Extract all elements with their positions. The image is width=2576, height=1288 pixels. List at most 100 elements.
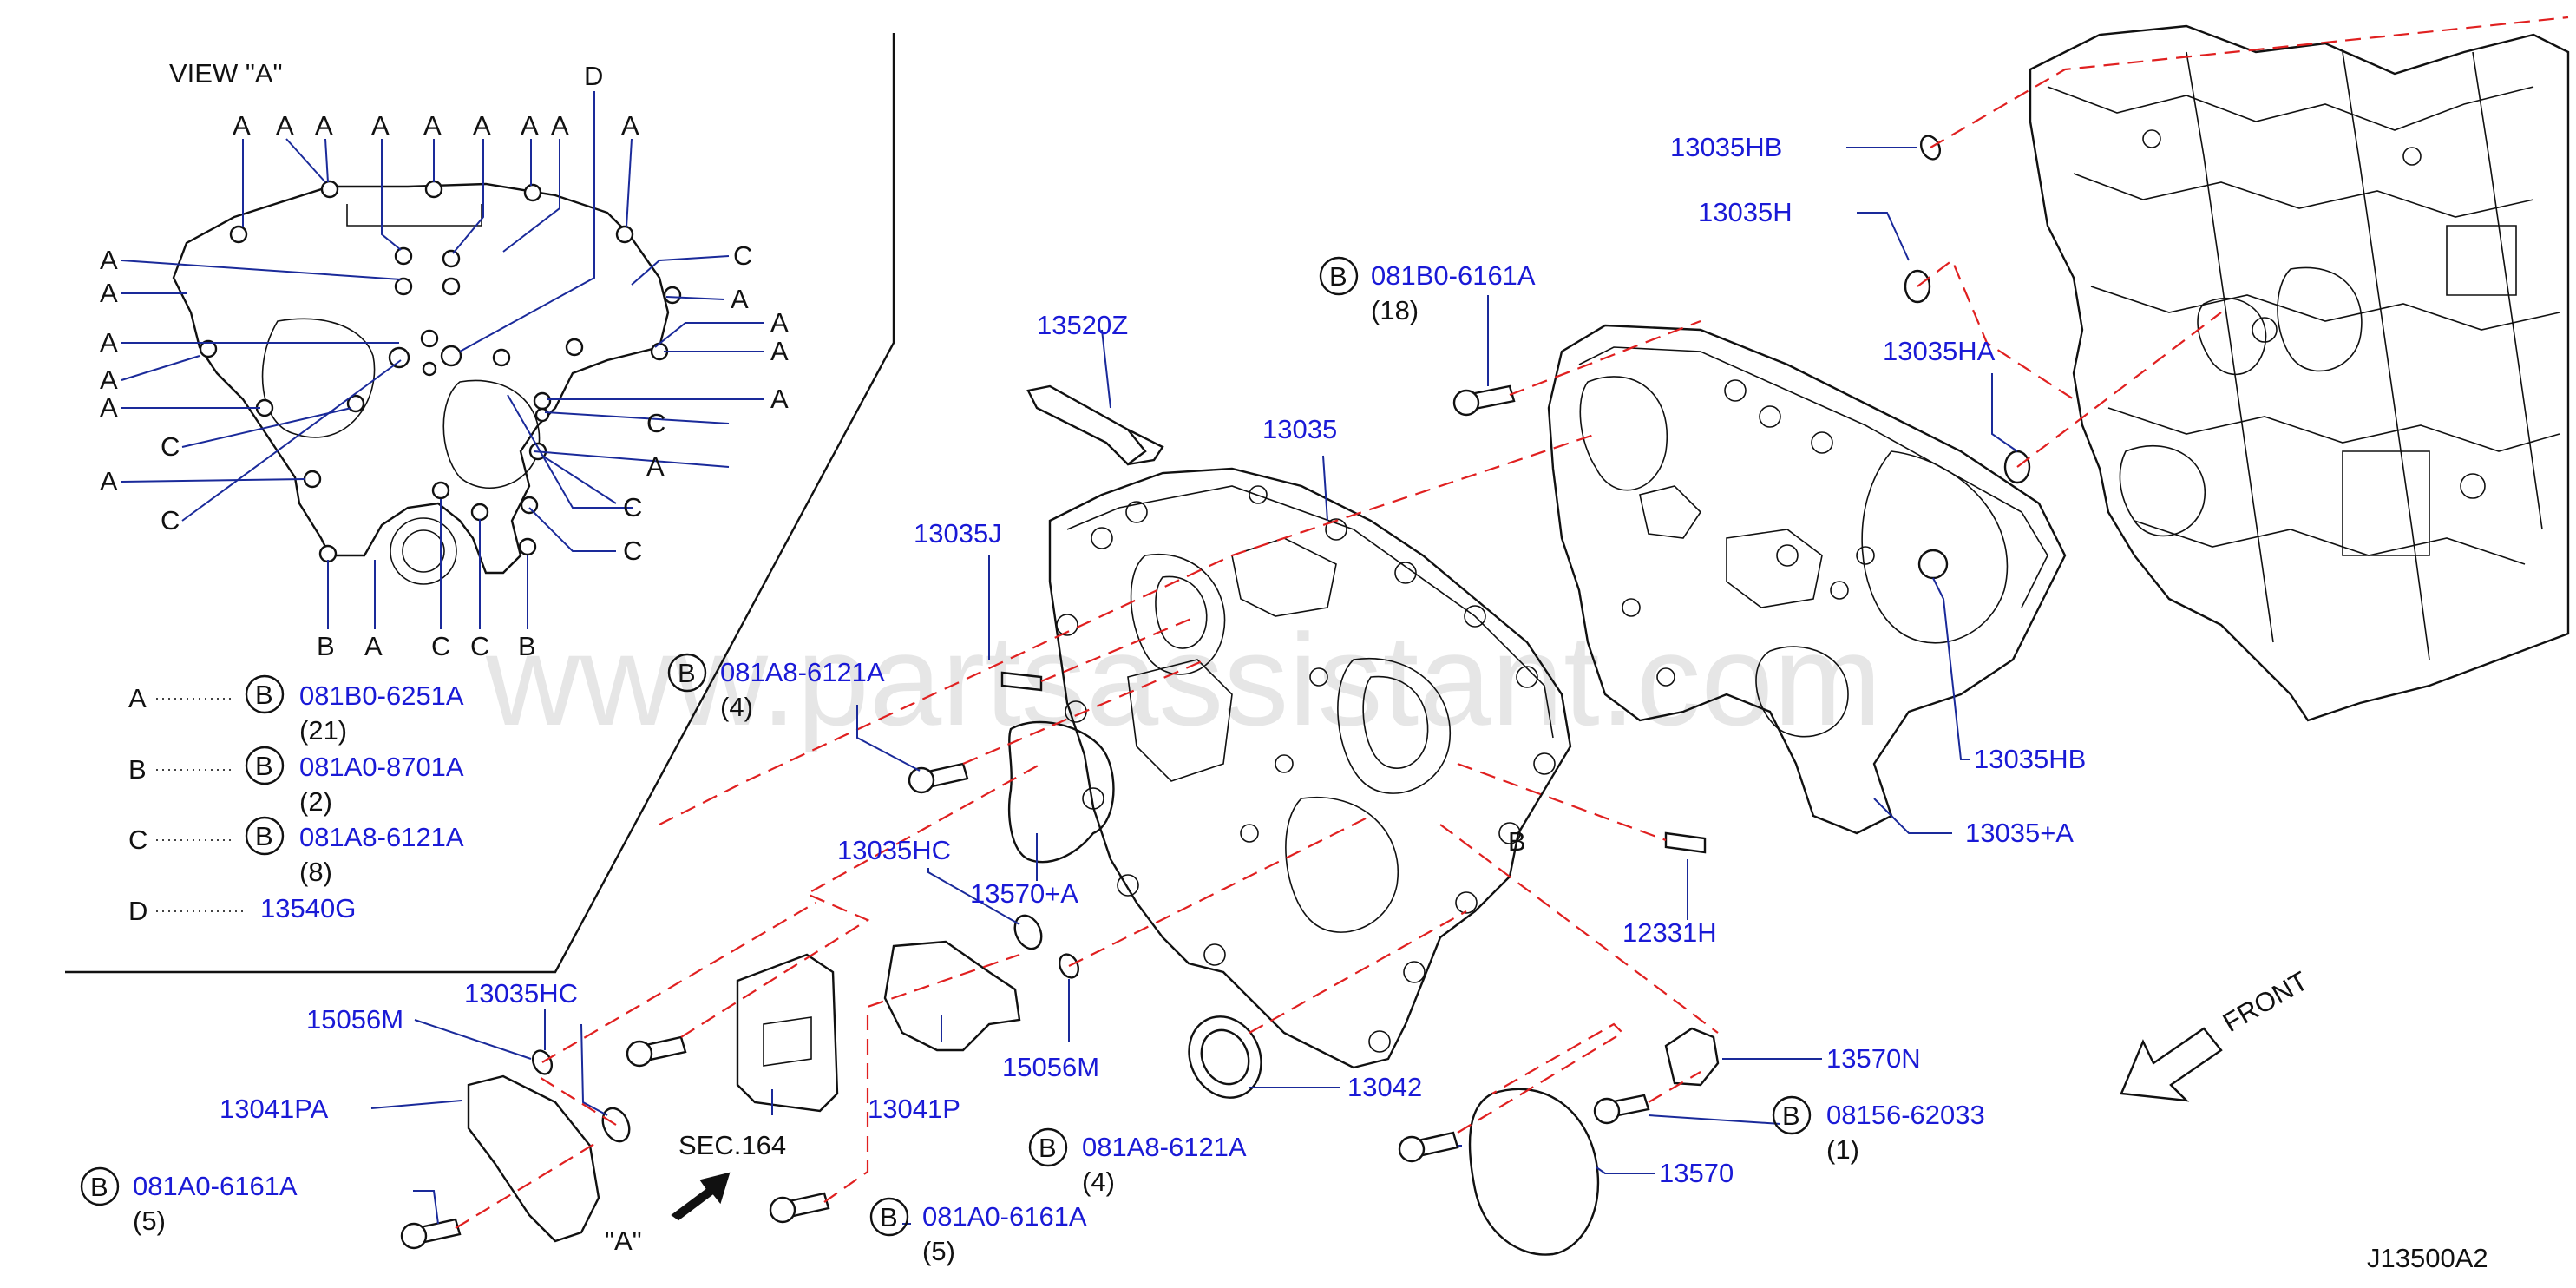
inset-leaders xyxy=(121,91,764,629)
qty-5-left: (5) xyxy=(133,1206,166,1236)
label-15056M-right: 15056M xyxy=(1002,1052,1099,1082)
svg-text:A: A xyxy=(100,466,118,496)
inset-border xyxy=(65,33,895,974)
svg-text:A: A xyxy=(551,110,569,141)
b-circle-081A8-low xyxy=(1028,1127,1068,1167)
inset-crank-hole xyxy=(390,517,457,585)
b-circle-081A8-mid xyxy=(667,653,707,693)
svg-text:A: A xyxy=(100,365,118,395)
cover-13570 xyxy=(1468,1088,1600,1256)
watermark: www.partsassistant.com xyxy=(485,607,1882,752)
svg-text:B: B xyxy=(1329,261,1347,292)
label-081A0-6161A-left: 081A0-6161A xyxy=(133,1171,298,1201)
label-081B0-6161A: 081B0-6161A xyxy=(1371,260,1536,291)
svg-text:081B0-6251A: 081B0-6251A xyxy=(299,680,464,711)
b-circle-081A0-left xyxy=(80,1166,120,1206)
qty-5-low: (5) xyxy=(922,1236,955,1266)
svg-text:A: A xyxy=(770,336,789,366)
label-081A0-6161A-low: 081A0-6161A xyxy=(922,1201,1087,1232)
svg-text:C: C xyxy=(733,240,752,271)
svg-text:(21): (21) xyxy=(299,715,347,746)
inset-legend: A B 081B0-6251A (21) B B 081A0-8701A (2)… xyxy=(128,674,464,926)
module-sec164 xyxy=(736,953,839,1113)
svg-text:13540G: 13540G xyxy=(260,893,356,923)
b-circle-081B0 xyxy=(1319,256,1359,296)
svg-text:A: A xyxy=(521,110,539,141)
assembly-lines xyxy=(455,16,2569,1229)
label-13035J: 13035J xyxy=(914,518,1002,549)
part-13520Z-drawing xyxy=(1026,384,1164,466)
svg-text:B: B xyxy=(880,1202,898,1232)
svg-text:C: C xyxy=(431,631,450,661)
label-13570N: 13570N xyxy=(1826,1043,1921,1074)
label-13035-plus-A: 13035+A xyxy=(1965,818,2074,848)
svg-text:A: A xyxy=(100,278,118,308)
svg-text:A: A xyxy=(276,110,294,141)
svg-text:C: C xyxy=(128,825,147,855)
label-13041P: 13041P xyxy=(868,1094,960,1124)
label-view-a-caption: "A" xyxy=(605,1226,642,1256)
svg-text:D: D xyxy=(584,61,603,91)
label-13035HC-left: 13035HC xyxy=(464,978,578,1009)
svg-text:081A0-8701A: 081A0-8701A xyxy=(299,752,464,782)
svg-text:B: B xyxy=(1782,1101,1800,1131)
svg-text:D: D xyxy=(128,896,147,926)
label-13035HA: 13035HA xyxy=(1883,336,1996,366)
svg-text:A: A xyxy=(100,392,118,423)
dowels xyxy=(1000,671,1707,854)
bracket-13041PA xyxy=(467,1074,600,1243)
svg-text:B: B xyxy=(255,680,273,710)
svg-text:B: B xyxy=(317,631,335,661)
b-circle-08156 xyxy=(1772,1095,1812,1135)
label-13035HB-bottom: 13035HB xyxy=(1974,744,2086,774)
plug-13570N xyxy=(1664,1027,1720,1087)
label-13035HB-top: 13035HB xyxy=(1670,132,1782,162)
qty-4-mid: (4) xyxy=(720,692,753,722)
svg-text:B: B xyxy=(1039,1133,1057,1163)
b-circle-081A0-low xyxy=(869,1197,909,1237)
svg-text:A: A xyxy=(100,245,118,275)
svg-text:A: A xyxy=(315,110,333,141)
label-13035: 13035 xyxy=(1262,414,1337,444)
svg-text:A: A xyxy=(621,110,639,141)
label-13035H: 13035H xyxy=(1698,197,1793,227)
label-15056M-left: 15056M xyxy=(306,1004,403,1035)
legend-row-d: D 13540G xyxy=(128,893,356,926)
label-13520Z: 13520Z xyxy=(1037,310,1128,340)
inset-letters: A A A A A A A A A D A A A A A C A C C A … xyxy=(100,61,789,661)
svg-text:B: B xyxy=(128,754,147,785)
view-a-inset: VIEW "A" xyxy=(65,33,895,974)
gasket-13570A xyxy=(1008,720,1115,864)
svg-text:B: B xyxy=(255,751,273,781)
view-title: VIEW "A" xyxy=(169,58,283,89)
label-08156-62033: 08156-62033 xyxy=(1826,1100,1985,1130)
svg-text:(2): (2) xyxy=(299,786,332,817)
svg-text:A: A xyxy=(731,284,749,314)
label-13041PA: 13041PA xyxy=(220,1094,329,1124)
label-13042: 13042 xyxy=(1347,1072,1422,1102)
bracket-13041P xyxy=(883,940,1021,1052)
label-sec164: SEC.164 xyxy=(678,1130,786,1160)
cover-b-marker: B xyxy=(1508,826,1526,857)
svg-text:B: B xyxy=(678,658,696,688)
front-arrow xyxy=(2120,1027,2223,1102)
qty-4-low: (4) xyxy=(1082,1166,1115,1197)
svg-text:A: A xyxy=(423,110,442,141)
legend-row-a: A B 081B0-6251A (21) xyxy=(128,674,464,746)
view-a-arrow xyxy=(671,1172,731,1221)
svg-text:A: A xyxy=(128,683,147,713)
legend-row-b: B B 081A0-8701A (2) xyxy=(128,746,464,817)
svg-text:A: A xyxy=(770,307,789,338)
rear-timing-cover xyxy=(1547,324,2067,835)
label-diagram-id: J13500A2 xyxy=(2367,1243,2488,1273)
svg-text:A: A xyxy=(473,110,491,141)
bolts xyxy=(400,384,1650,1250)
svg-text:B: B xyxy=(255,821,273,851)
svg-text:A: A xyxy=(770,384,789,414)
svg-text:(8): (8) xyxy=(299,857,332,887)
svg-text:A: A xyxy=(646,451,665,482)
leader-lines xyxy=(370,147,2018,1225)
label-13570-plus-A: 13570+A xyxy=(970,878,1078,909)
legend-row-c: C B 081A8-6121A (8) xyxy=(128,816,464,887)
